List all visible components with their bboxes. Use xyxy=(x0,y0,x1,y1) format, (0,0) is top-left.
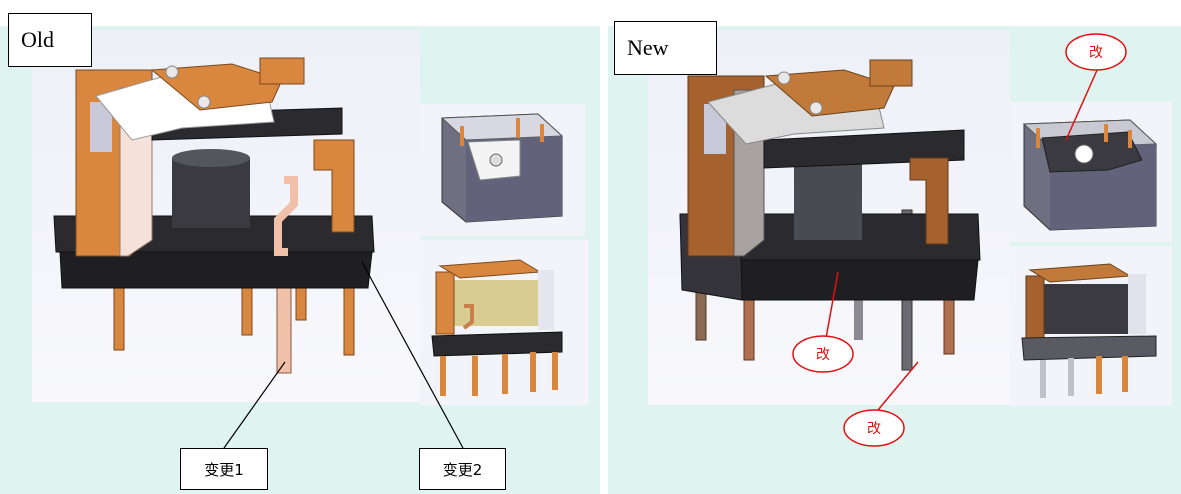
marker-base-text: 改 xyxy=(816,347,830,363)
new-top-view-thumbnail xyxy=(1010,102,1172,242)
old-top-view-thumbnail xyxy=(420,104,585,236)
change2-leader-line xyxy=(361,261,464,449)
marker-base-ellipse xyxy=(792,335,854,373)
change1-callout: 变更1 xyxy=(180,448,268,490)
marker-base-leader xyxy=(825,271,839,339)
marker-pin-leader xyxy=(877,361,919,411)
new-label: New xyxy=(614,21,717,75)
new-iso-thumbnail xyxy=(1010,246,1172,406)
old-relay-render xyxy=(32,30,420,402)
marker-pin-text: 改 xyxy=(867,421,881,437)
old-label: Old xyxy=(8,13,92,67)
change1-leader-line xyxy=(223,361,286,449)
change2-callout: 变更2 xyxy=(419,448,506,490)
marker-top-leader xyxy=(1065,67,1099,141)
new-relay-render xyxy=(648,30,1010,405)
marker-pin-ellipse xyxy=(843,409,905,447)
old-iso-thumbnail xyxy=(420,240,589,405)
marker-top-text: 改 xyxy=(1089,45,1103,61)
marker-top-ellipse xyxy=(1065,33,1127,71)
